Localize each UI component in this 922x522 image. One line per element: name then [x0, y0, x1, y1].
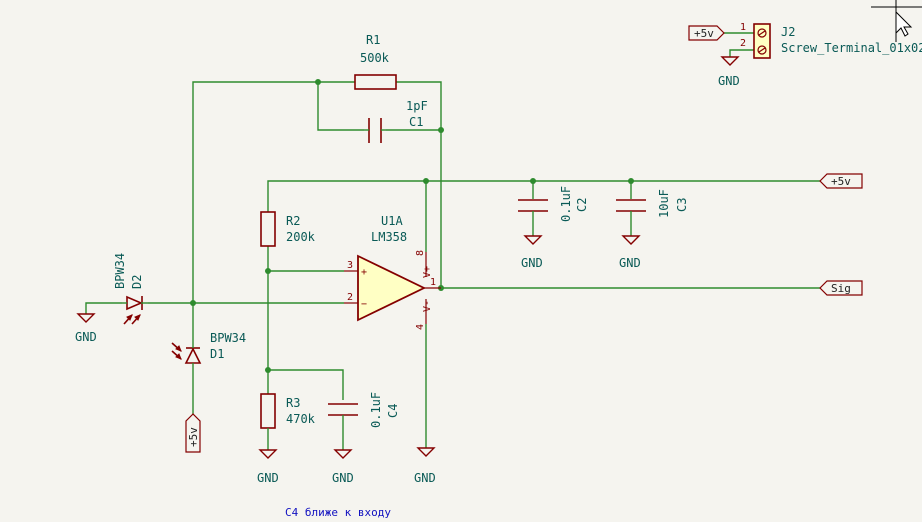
schematic-note: C4 ближе к входу — [285, 506, 391, 519]
c2-ref: C2 — [575, 198, 589, 212]
svg-text:+5v: +5v — [694, 27, 714, 40]
gnd-symbol-j2[interactable]: GND — [718, 56, 740, 88]
d2-value: BPW34 — [113, 253, 127, 289]
opamp-plus-sign: + — [361, 267, 367, 278]
j2-ref: J2 — [781, 25, 795, 39]
junctions — [190, 79, 634, 373]
svg-text:GND: GND — [521, 256, 543, 270]
u1-ref: U1A — [381, 214, 403, 228]
svg-text:+5v: +5v — [187, 427, 200, 447]
capacitor-c1[interactable]: 1pF C1 — [364, 99, 428, 143]
pin-number-3: 3 — [347, 260, 353, 271]
wire-j2-pin2[interactable] — [729, 49, 754, 57]
capacitor-c3[interactable]: 10uF C3 — [616, 189, 689, 236]
junction-dot — [265, 268, 271, 274]
gnd-symbol-d2[interactable]: GND — [75, 313, 97, 344]
capacitor-c2[interactable]: 0.1uF C2 — [518, 186, 589, 236]
wire-feedback-top[interactable] — [192, 81, 355, 303]
net-labels: +5v Sig +5v +5v — [185, 25, 863, 453]
d1-value: BPW34 — [210, 331, 246, 345]
gnd-symbol-c2[interactable]: GND — [521, 235, 543, 270]
mouse-cursor — [871, 0, 922, 42]
wire-r1-right[interactable] — [396, 81, 442, 288]
svg-text:GND: GND — [718, 74, 740, 88]
wire-vcc-rail[interactable] — [267, 180, 820, 212]
gnd-symbol-c3[interactable]: GND — [619, 235, 641, 270]
opamp-vp-label: V+ — [422, 266, 433, 278]
svg-text:GND: GND — [619, 256, 641, 270]
capacitor-c4[interactable]: 0.1uF C4 — [328, 392, 400, 450]
junction-dot — [628, 178, 634, 184]
gnd-symbols: GND GND GND GND GND GND GND — [75, 56, 740, 485]
opamp-body[interactable] — [357, 254, 427, 322]
gnd-symbol-r3[interactable]: GND — [257, 449, 279, 485]
svg-text:+5v: +5v — [831, 175, 851, 188]
r2-ref: R2 — [286, 214, 300, 228]
svg-text:GND: GND — [414, 471, 436, 485]
svg-text:GND: GND — [332, 471, 354, 485]
j2-value: Screw_Terminal_01x02 — [781, 41, 922, 55]
r3-value: 470k — [286, 412, 316, 426]
junction-dot — [315, 79, 321, 85]
pin-number-4: 4 — [415, 324, 426, 330]
r2-value: 200k — [286, 230, 316, 244]
junction-dot — [423, 178, 429, 184]
resistor-r1[interactable]: R1 500k — [354, 33, 397, 90]
wire-d2-gnd[interactable] — [85, 302, 122, 314]
opamp-minus-sign: − — [361, 299, 367, 310]
resistor-r2[interactable]: R2 200k — [260, 211, 316, 247]
net-label-vcc-d1[interactable]: +5v — [185, 413, 201, 453]
junction-dot — [265, 367, 271, 373]
c3-ref: C3 — [675, 198, 689, 212]
c1-ref: C1 — [409, 115, 423, 129]
wire-c4-top[interactable] — [268, 369, 344, 400]
r1-value: 500k — [360, 51, 390, 65]
pin-number-1: 1 — [430, 277, 436, 288]
d2-ref: D2 — [130, 275, 144, 289]
junction-dot — [530, 178, 536, 184]
screw-terminal-j2[interactable]: 1 2 J2 Screw_Terminal_01x02 — [740, 22, 922, 59]
svg-text:GND: GND — [75, 330, 97, 344]
pin-number-8: 8 — [415, 250, 426, 256]
svg-text:GND: GND — [257, 471, 279, 485]
c2-value: 0.1uF — [559, 186, 573, 222]
junction-dot — [438, 127, 444, 133]
j2-pin-2: 2 — [740, 38, 746, 49]
j2-pin-1: 1 — [740, 22, 746, 33]
net-label-vcc-right[interactable]: +5v — [819, 173, 863, 189]
c1-value: 1pF — [406, 99, 428, 113]
d1-ref: D1 — [210, 347, 224, 361]
photodiode-d1[interactable]: BPW34 D1 — [171, 331, 246, 370]
net-label-sig[interactable]: Sig — [819, 280, 863, 296]
junction-dot — [190, 300, 196, 306]
u1-value: LM358 — [371, 230, 407, 244]
net-label-vcc-j2[interactable]: +5v — [688, 25, 725, 41]
r1-ref: R1 — [366, 33, 380, 47]
gnd-symbol-c4[interactable]: GND — [332, 449, 354, 485]
gnd-symbol-u1[interactable]: GND — [414, 447, 436, 485]
c3-value: 10uF — [657, 189, 671, 218]
c4-value: 0.1uF — [369, 392, 383, 428]
opamp-vm-label: V- — [422, 300, 433, 312]
r3-ref: R3 — [286, 396, 300, 410]
wires — [85, 32, 820, 448]
photodiode-d2[interactable]: BPW34 D2 — [113, 253, 148, 325]
resistor-r3[interactable]: R3 470k — [260, 393, 316, 450]
wire-c1-left[interactable] — [317, 82, 364, 131]
svg-text:Sig: Sig — [831, 282, 851, 295]
pin-number-2: 2 — [347, 292, 353, 303]
opamp-u1a[interactable]: + − 3 2 1 8 4 V+ V- U1A LM358 — [344, 214, 441, 330]
c4-ref: C4 — [386, 404, 400, 418]
